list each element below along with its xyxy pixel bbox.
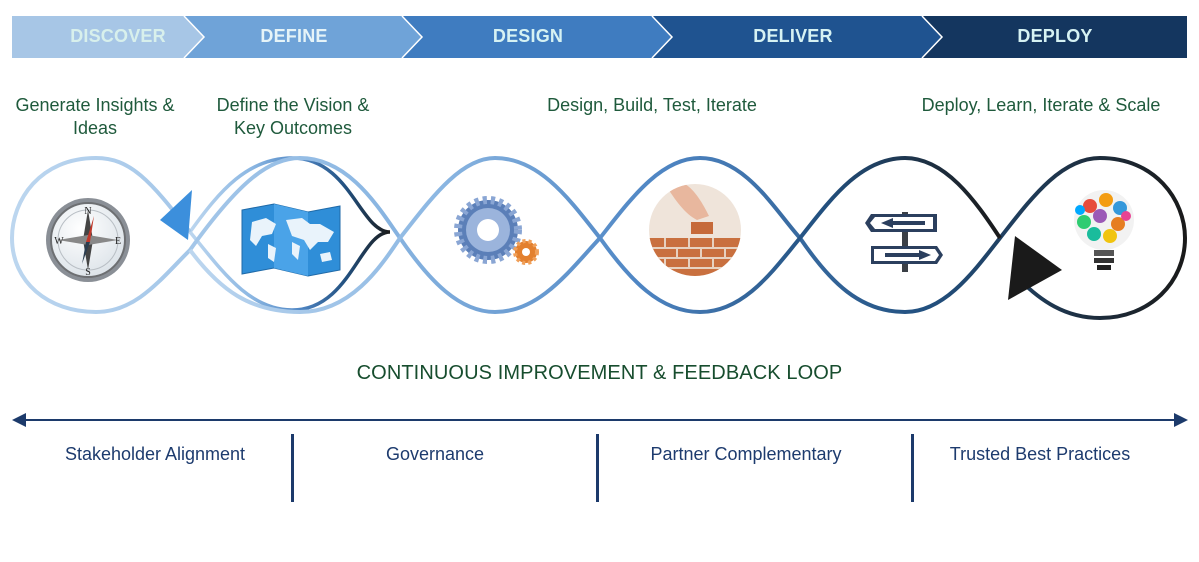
svg-text:N: N bbox=[84, 206, 91, 217]
loop-arrowhead-right bbox=[1008, 236, 1062, 300]
phase-label-discover: DISCOVER bbox=[70, 26, 166, 46]
lightbulb-icon bbox=[1074, 190, 1134, 270]
pillar-divider bbox=[911, 434, 914, 502]
compass-icon: N S E W bbox=[46, 198, 130, 282]
feedback-loop-title: CONTINUOUS IMPROVEMENT & FEEDBACK LOOP bbox=[356, 362, 843, 384]
feedback-loop-diagram: N S E W bbox=[9, 155, 1188, 321]
brick-wall-icon bbox=[649, 184, 741, 276]
phase-chevron-design bbox=[402, 16, 672, 58]
pillar-stakeholder-alignment: Stakeholder Alignment bbox=[64, 444, 246, 464]
svg-text:E: E bbox=[115, 236, 121, 247]
caption-define: Define the Vision & Key Outcomes bbox=[216, 95, 370, 138]
phase-chevron-discover bbox=[12, 16, 204, 58]
loop-strand-main bbox=[9, 155, 1188, 321]
phase-label-deploy: DEPLOY bbox=[1017, 26, 1093, 46]
loop-strand-cross bbox=[188, 155, 1002, 315]
phase-label-deliver: DELIVER bbox=[753, 26, 833, 46]
pillar-governance: Governance bbox=[385, 444, 485, 464]
timeline-double-arrow bbox=[12, 413, 1188, 427]
svg-text:S: S bbox=[85, 267, 91, 278]
phase-label-define: DEFINE bbox=[260, 26, 328, 46]
phase-chevron-define bbox=[184, 16, 422, 58]
pillar-trusted-best-practices: Trusted Best Practices bbox=[949, 444, 1131, 464]
direction-signs-icon bbox=[865, 212, 943, 272]
phase-label-design: DESIGN bbox=[492, 26, 564, 46]
caption-design: Design, Build, Test, Iterate bbox=[547, 95, 757, 115]
caption-discover: Generate Insights & Ideas bbox=[15, 95, 175, 138]
pillar-partner-complementary: Partner Complementary bbox=[650, 444, 842, 464]
world-map-icon bbox=[241, 203, 341, 277]
gears-icon bbox=[454, 196, 539, 265]
svg-text:W: W bbox=[54, 236, 64, 247]
phase-chevron-deploy bbox=[922, 16, 1187, 58]
pillar-divider bbox=[596, 434, 599, 502]
caption-deploy: Deploy, Learn, Iterate & Scale bbox=[921, 95, 1161, 115]
phase-chevron-deliver bbox=[652, 16, 942, 58]
loop-arrowhead-left bbox=[160, 190, 192, 240]
pillar-divider bbox=[291, 434, 294, 502]
phase-chevron-bar bbox=[12, 15, 1187, 59]
